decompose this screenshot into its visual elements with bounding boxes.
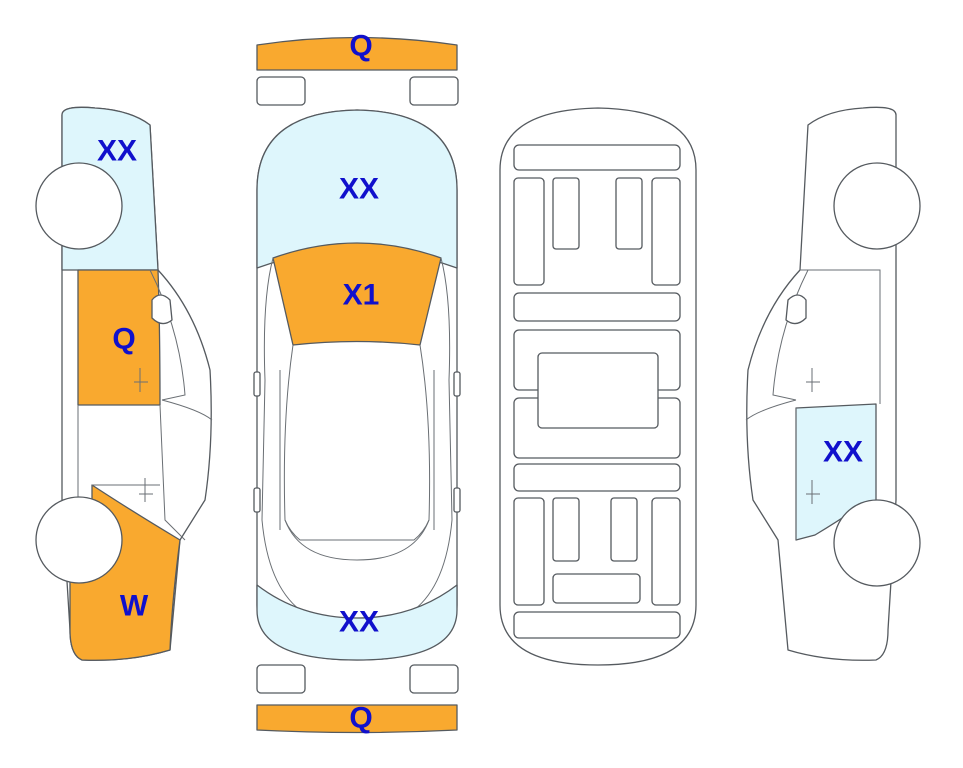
left-rear-wheel [35,496,123,584]
label-left-front-fender: XX [97,135,137,168]
label-right-rear-door: XX [823,436,863,469]
label-front-bumper: Q [349,30,372,63]
trunk-panel [256,584,458,661]
rear-left-light [256,664,306,694]
label-left-rear-quarter: W [120,590,149,623]
right-rear-wheel [833,499,921,587]
label-rear-bumper: Q [349,702,372,735]
front-right-light [409,76,459,106]
car-left-side-view: XX Q W [35,106,213,661]
front-bumper-panel [256,36,458,71]
rear-bumper-panel [256,704,458,734]
label-windshield: X1 [343,279,380,312]
car-underside-view [499,107,697,666]
car-top-view: Q XX X1 XX Q [253,30,461,735]
car-right-side-view: XX [745,106,921,661]
label-left-front-door: Q [112,323,135,356]
right-front-wheel [833,162,921,250]
label-hood: XX [339,173,379,206]
left-front-wheel [35,162,123,250]
rear-right-light [409,664,459,694]
label-trunk: XX [339,606,379,639]
front-left-light [256,76,306,106]
